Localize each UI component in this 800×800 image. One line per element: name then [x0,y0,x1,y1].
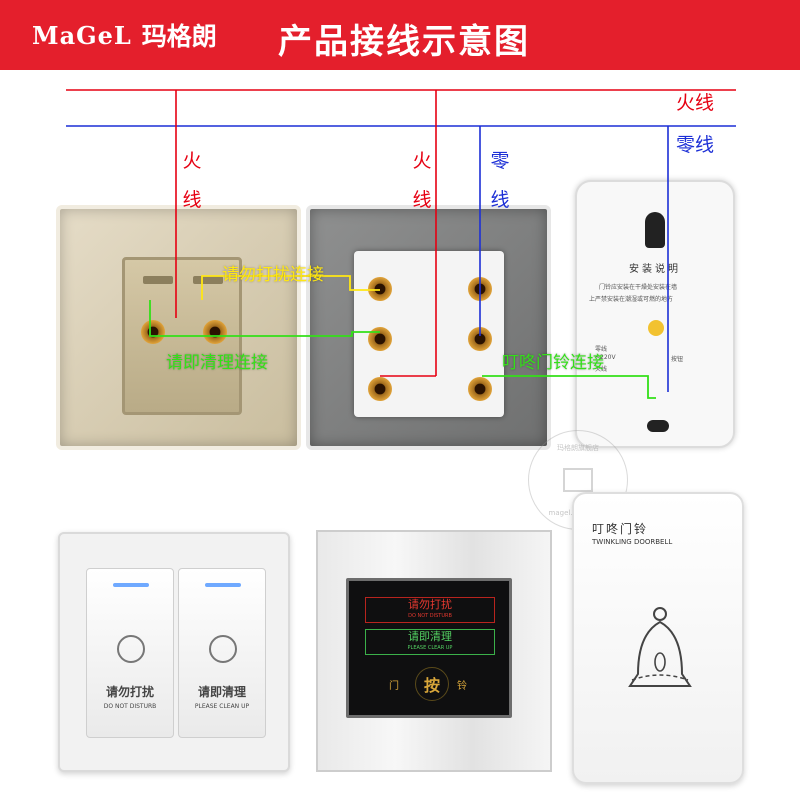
doorbell-title-en: TWINKLING DOORBELL [592,538,673,546]
install-note: 门铃应安装在干燥处安装在墙 [599,284,678,291]
brand-chinese: 玛格朗 [141,22,217,51]
dnd-rocker-button[interactable]: 请勿打扰 DO NOT DISTURB [86,568,174,738]
bell-left-label: 门 [389,681,399,692]
indicator-dot [648,320,664,336]
doorbell-title-cn: 叮咚门铃 [592,522,649,536]
indicator-led [113,583,149,587]
bell-right-label: 铃 [457,681,467,692]
clean-rocker-button[interactable]: 请即清理 PLEASE CLEAN UP [178,568,266,738]
indicator-led [205,583,241,587]
rocker-label-cn: 请勿打扰 [105,685,154,699]
doorbell-press-button[interactable]: 按 [415,667,449,701]
glass-touch-panel: 请勿打扰 DO NOT DISTURB 请即清理 PLEASE CLEAR UP… [316,530,552,772]
mount-slot [647,420,669,432]
clean-indicator[interactable]: 请即清理 PLEASE CLEAR UP [365,629,495,655]
panel-b-live-label: 火 线 [410,152,434,210]
socket-back-panel [56,205,301,450]
dnd-label-en: DO NOT DISTURB [408,613,452,619]
clean-up-icon [209,635,237,663]
do-not-disturb-icon [117,635,145,663]
install-note: 上严禁安装在潮湿或可燃的地方 [589,296,674,303]
slot [143,276,173,284]
doorbell-connection-label: 叮咚门铃连接 [502,353,604,373]
dnd-connection-label: 请勿打扰连接 [222,265,324,285]
terminal-screw [468,277,492,301]
install-instructions-title: 安装说明 [629,264,681,275]
switch-back-panel [306,205,551,450]
panel-b-neutral-label: 零 线 [488,152,512,210]
label-char: 火 [182,150,202,172]
spec-text: 零线 [595,346,608,353]
brand-latin: MaGeL [32,20,132,50]
doorbell-front: 叮咚门铃 TWINKLING DOORBELL [572,492,744,784]
clean-label-cn: 请即清理 [408,630,452,643]
label-char: 火 [412,150,432,172]
rocker-label-en: PLEASE CLEAN UP [194,703,250,710]
dnd-indicator[interactable]: 请勿打扰 DO NOT DISTURB [365,597,495,623]
header-banner: MaGeL 玛格朗 产品接线示意图 [0,0,800,70]
brand-logo: MaGeL 玛格朗 [32,16,217,54]
label-char: 线 [182,189,202,211]
terminal-screw [141,320,165,344]
doorbell-back-panel: 安装说明 门铃应安装在干燥处安装在墙 上严禁安装在潮湿或可燃的地方 零线 ~22… [575,180,735,448]
terminal-screw [203,320,227,344]
terminal-screw [368,277,392,301]
label-char: 零 [490,150,510,172]
touch-screen: 请勿打扰 DO NOT DISTURB 请即清理 PLEASE CLEAR UP… [346,578,512,718]
neutral-wire-label: 零线 [676,134,715,156]
spec-text: 火线 [595,366,608,373]
rocker-label-en: DO NOT DISTURB [103,703,157,710]
live-wire-label: 火线 [676,92,715,114]
mount-hole [645,212,665,248]
spec-tag: 按钮 [671,356,684,363]
clean-connection-label: 请即清理连接 [166,353,268,373]
terminal-screw [368,327,392,351]
slot [193,276,223,284]
page-title: 产品接线示意图 [278,22,530,62]
terminal-screw [468,377,492,401]
rocker-label-cn: 请即清理 [197,685,246,699]
watermark-top: 玛格朗旗舰店 [557,444,599,452]
clean-label-en: PLEASE CLEAR UP [407,645,453,651]
watermark-logo [563,468,593,492]
panel-a-live-label: 火 线 [180,152,204,210]
dnd-label-cn: 请勿打扰 [408,598,452,611]
terminal-screw [468,327,492,351]
spec-text: ~220V [595,354,616,361]
terminal-screw [368,377,392,401]
bell-icon [628,607,692,687]
dnd-switch-front: 请勿打扰 DO NOT DISTURB 请即清理 PLEASE CLEAN UP [58,532,290,772]
label-char: 线 [412,189,432,211]
switch-core [354,251,504,417]
label-char: 线 [490,189,510,211]
